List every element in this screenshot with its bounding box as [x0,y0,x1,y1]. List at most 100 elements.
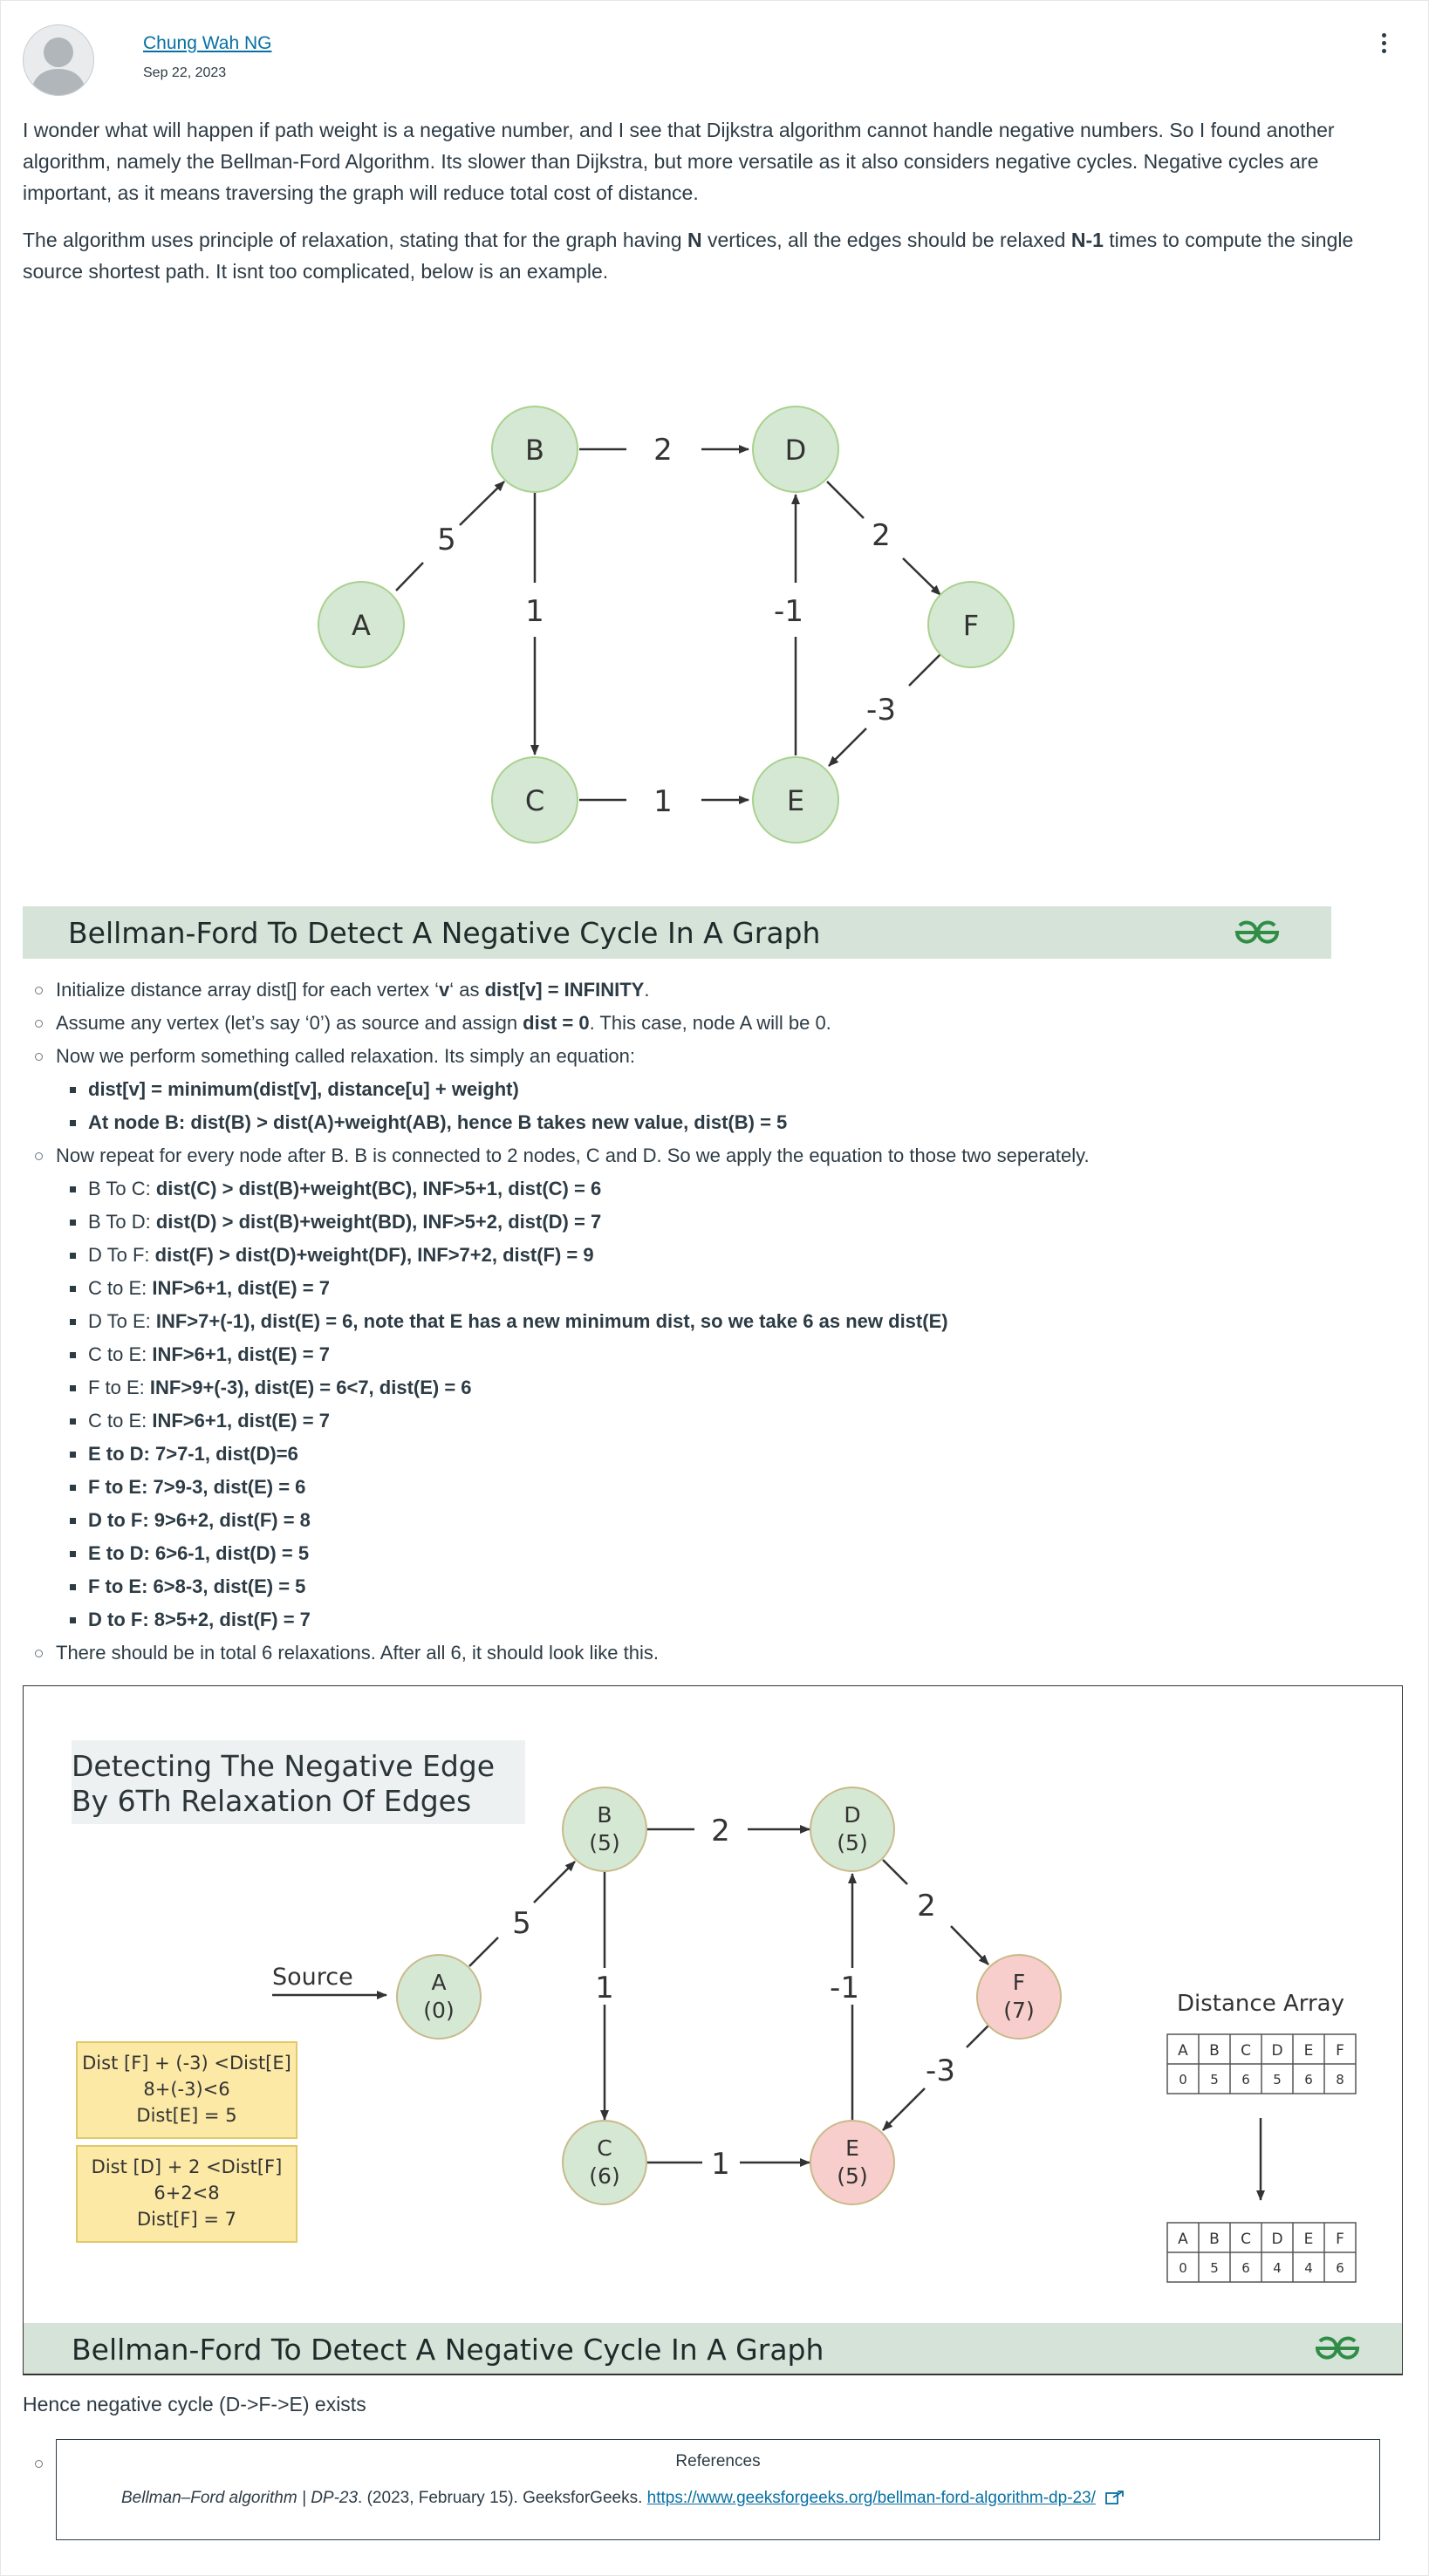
array-before-cell: 6 [1304,2072,1313,2087]
array-before-cell: 6 [1241,2072,1250,2087]
node2-f-value: (7) [1003,1998,1034,2023]
calc-box-2-line1: Dist [D] + 2 <Dist[F] [92,2156,283,2177]
array-after-cell: 5 [1210,2260,1219,2276]
source-label: Source [272,1964,353,1991]
weight-label-bc: 1 [595,1971,614,2005]
weight-label-bc: 1 [525,594,544,629]
edge-f-e-seg2 [828,728,867,767]
edge-f-e-seg1 [908,653,941,687]
list-item: D to F: 9>6+2, dist(F) = 8 [23,1504,1419,1537]
array-after-header: C [1241,2231,1251,2248]
list-item: At node B: dist(B) > dist(A)+weight(AB),… [23,1106,1419,1139]
node2-e-value: (5) [837,2163,867,2189]
weight-label-fe: -3 [926,2053,955,2088]
list-item: dist[v] = minimum(dist[v], distance[u] +… [23,1073,1419,1106]
array-before-header: E [1304,2042,1314,2060]
edge-a-b-seg2 [459,481,505,526]
edge-d-f-seg2 [902,557,941,596]
list-item: E to D: 6>6-1, dist(D) = 5 [23,1537,1419,1570]
node-c-label: C [525,784,544,817]
external-link-icon[interactable] [1105,2490,1125,2505]
array-after-cell: 6 [1241,2260,1250,2276]
array-after-header: F [1336,2231,1344,2248]
weight-label-bd: 2 [711,1814,730,1848]
array-after [1166,2222,1357,2283]
node2-f [976,1954,1062,2040]
array-before [1166,2033,1357,2094]
list-item: There should be in total 6 relaxations. … [23,1636,1419,1670]
calc-box-1-line3: Dist[E] = 5 [136,2105,236,2126]
node2-c-label: C [597,2135,612,2161]
relaxation-paragraph: The algorithm uses principle of relaxati… [23,229,1354,283]
relaxation-figure: Detecting The Negative Edge By 6Th Relax… [23,1685,1403,2375]
array-before-cell: 5 [1210,2072,1219,2087]
calc-box-1-line1: Dist [F] + (-3) <Dist[E] [82,2053,291,2074]
weight-label-fe: -3 [866,693,896,728]
reference-citation: Bellman–Ford algorithm | DP-23. (2023, F… [121,2489,1125,2508]
graph-figure: 5 2 1 1 -1 2 -3 A B C D E F [318,406,1015,844]
array-before-header: F [1336,2042,1344,2060]
weight-label-ab: 5 [437,523,456,557]
post-date: Sep 22, 2023 [143,65,227,80]
edge2-d-f-seg1 [882,1859,908,1885]
array-after-cell: 6 [1336,2260,1344,2276]
intro-paragraph: I wonder what will happen if path weight… [23,119,1335,204]
figure-heading-line2: By 6Th Relaxation Of Edges [72,1784,471,1818]
node2-d [810,1787,895,1872]
node-a [318,581,405,668]
node2-c [562,2120,647,2205]
array-after-header: D [1271,2231,1282,2248]
calc-box-2 [76,2145,297,2243]
node2-b-label: B [597,1802,612,1828]
calc-box-1-line2: 8+(-3)<6 [143,2079,229,2100]
list-item: E to D: 7>7-1, dist(D)=6 [23,1438,1419,1471]
node-f-label: F [963,609,979,642]
list-item: F to E: INF>9+(-3), dist(E) = 6<7, dist(… [23,1371,1419,1404]
array-after-cell: 4 [1273,2260,1282,2276]
edge2-a-b-seg2 [533,1861,576,1903]
edge-d-f-seg1 [826,481,865,519]
list-item: F to E: 7>9-3, dist(E) = 6 [23,1471,1419,1504]
steps-list: Initialize distance array dist[] for eac… [23,974,1419,1670]
list-item: Now we perform something called relaxati… [23,1040,1419,1073]
weight-label-ed: -1 [774,594,803,629]
node2-b-value: (5) [589,1830,619,1855]
array-after-header: A [1178,2231,1188,2248]
author-name-link[interactable]: Chung Wah NG [143,33,272,53]
node-a-label: A [352,609,371,642]
list-item: Initialize distance array dist[] for eac… [23,974,1419,1007]
list-item: D to F: 8>5+2, dist(F) = 7 [23,1603,1419,1636]
banner-title: Bellman-Ford To Detect A Negative Cycle … [68,916,821,950]
array-before-cell: 8 [1336,2072,1344,2087]
array-before-header: C [1241,2042,1251,2060]
reference-link[interactable]: https://www.geeksforgeeks.org/bellman-fo… [646,2489,1096,2507]
weight-label-df: 2 [872,518,891,553]
array-before-cell: 5 [1273,2072,1282,2087]
edge2-a-b-seg1 [468,1937,499,1967]
array-after-header: B [1209,2231,1220,2248]
conclusion-text: Hence negative cycle (D->F->E) exists [23,2393,366,2415]
array-before-header: A [1178,2042,1188,2060]
node-e [752,756,839,844]
reference-bullet [35,2460,43,2468]
node2-b [562,1787,647,1872]
list-item: D To E: INF>7+(-1), dist(E) = 6, note th… [23,1305,1419,1338]
list-item: F to E: 6>8-3, dist(E) = 5 [23,1570,1419,1603]
gfg-logo-icon [1234,920,1280,944]
node-b-label: B [525,434,544,467]
edge2-d-f-seg2 [950,1925,989,1965]
list-item: B To D: dist(D) > dist(B)+weight(BD), IN… [23,1206,1419,1239]
figure2-banner [24,2323,1402,2374]
node2-a [396,1954,482,2040]
node-e-label: E [787,784,804,817]
list-item: Now repeat for every node after B. B is … [23,1139,1419,1172]
edge-a-b-seg1 [395,562,424,591]
list-item: C to E: INF>6+1, dist(E) = 7 [23,1404,1419,1438]
node-b [491,406,578,493]
calc-box-2-line2: 6+2<8 [154,2183,219,2204]
edge2-f-e-seg2 [882,2087,926,2131]
kebab-menu-icon[interactable] [1375,31,1392,59]
node2-d-label: D [844,1802,860,1828]
heading-bg [72,1740,525,1824]
avatar[interactable] [23,24,94,96]
